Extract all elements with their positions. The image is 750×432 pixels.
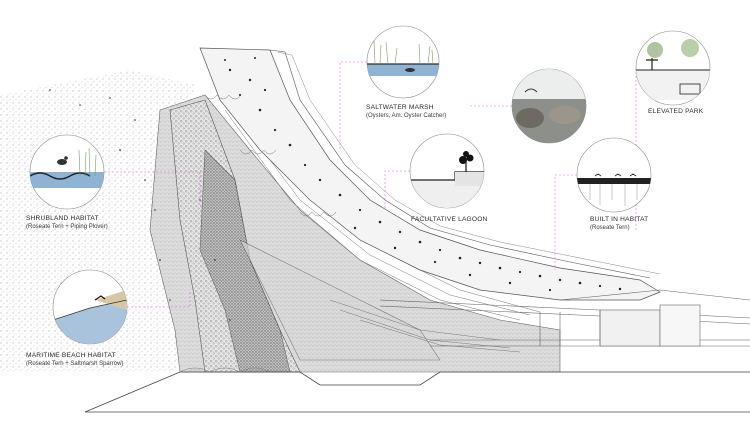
elevated-deck [199,47,661,301]
landform-section [149,94,561,373]
facultative-lagoon-label: FACULTATIVE LAGOON [411,215,488,224]
shrubland-habitat-title: SHRUBLAND HABITAT [26,215,99,222]
shrubland-habitat-label: SHRUBLAND HABITAT (Roseate Tern + Piping… [26,214,108,232]
saltwater-marsh-vignette [366,25,440,99]
facultative-lagoon-title: FACULTATIVE LAGOON [411,216,488,223]
maritime-beach-vignette [52,269,128,345]
maritime-beach-habitat-subtitle: (Roseate Tern + Saltmarsh Sparrow) [26,361,124,367]
shrubland-habitat-subtitle: (Roseate Tern + Piping Plover) [26,224,108,230]
built-in-habitat-subtitle: (Roseate Tern) [590,225,630,231]
elevated-park-title: ELEVATED PARK [648,108,704,115]
elevated-park-vignette [635,30,711,106]
saltwater-marsh-label: SALTWATER MARSH (Oysters, Am. Oyster Cat… [366,103,446,121]
pier-structure [379,289,750,347]
facultative-lagoon-vignette [409,133,485,209]
maritime-beach-habitat-label: MARITIME BEACH HABITAT (Roseate Tern + S… [26,351,123,369]
saltwater-marsh-title: SALTWATER MARSH [366,104,434,111]
slope-vegetation [49,89,231,321]
built-in-habitat-label: BUILT IN HABITAT (Roseate Tern) [590,215,648,233]
saltwater-marsh-subtitle: (Oysters, Am. Oyster Catcher) [366,113,447,119]
elevated-park-label: ELEVATED PARK [648,107,703,116]
shrubland-habitat-vignette [29,134,105,210]
maritime-beach-habitat-title: MARITIME BEACH HABITAT [26,352,116,359]
built-in-habitat-title: BUILT IN HABITAT [590,216,649,223]
deck-vegetation [224,57,622,292]
built-in-habitat-vignette [576,137,652,213]
ground-line [84,367,750,413]
gull-photo-vignette [511,68,587,144]
